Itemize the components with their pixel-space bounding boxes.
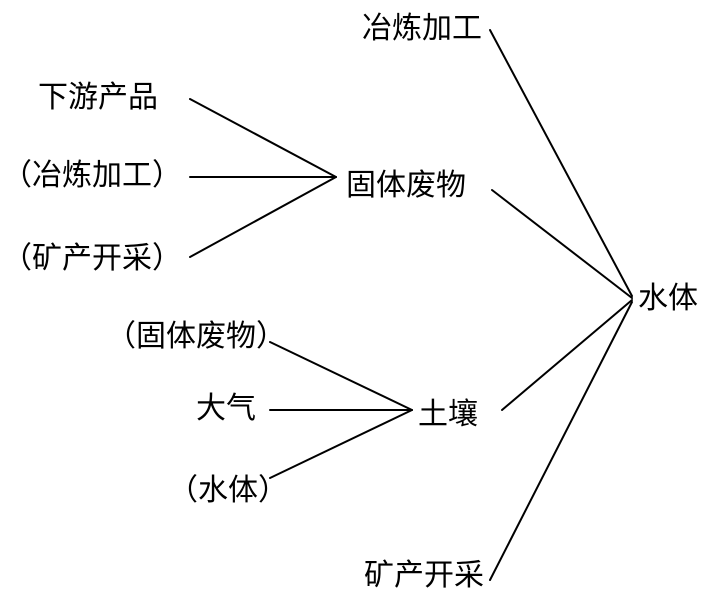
node-bottom-mining: 矿产开采 — [364, 558, 484, 593]
node-top-smelting: 冶炼加工 — [362, 11, 482, 46]
edge-mining-to-water — [489, 301, 633, 581]
node-water-body: 水体 — [638, 281, 698, 316]
edge-soil-to-water — [501, 299, 633, 411]
node-downstream-products: 下游产品 — [38, 80, 158, 115]
node-soil: 土壤 — [418, 397, 478, 432]
edge-solidwasteparen-to-soil — [269, 341, 413, 411]
node-atmosphere: 大气 — [196, 391, 256, 426]
node-solid-waste: 固体废物 — [346, 168, 466, 203]
node-smelting-paren: （冶炼加工） — [2, 158, 182, 193]
edge-waterparen-to-soil — [269, 409, 413, 479]
edge-smelting-to-water — [489, 29, 633, 297]
edge-downstream-to-solidwaste — [189, 98, 337, 178]
edge-miningparen-to-solidwaste — [189, 176, 337, 258]
node-solid-waste-paren: （固体废物） — [106, 319, 286, 354]
node-water-paren: （水体） — [168, 473, 288, 508]
edge-solidwaste-to-water — [491, 189, 633, 299]
node-mining-paren: （矿产开采） — [2, 241, 182, 276]
